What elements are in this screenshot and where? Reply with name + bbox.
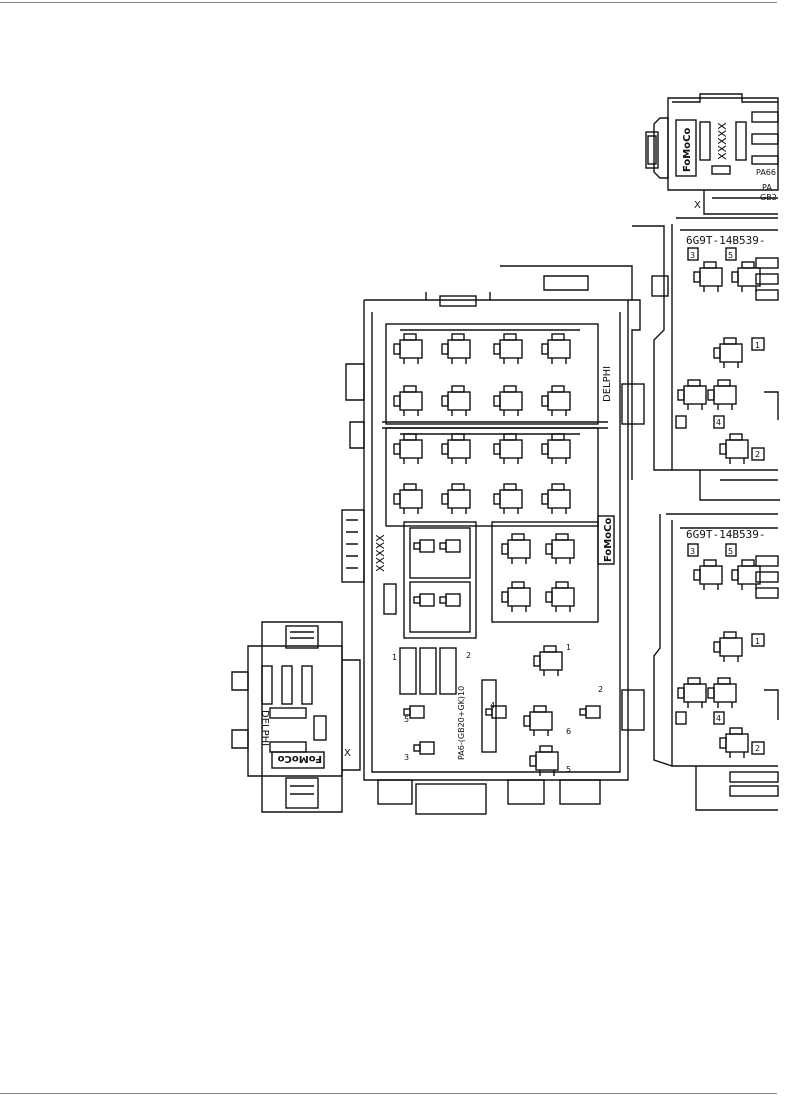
top-right-connector xyxy=(645,93,779,215)
left-connector xyxy=(231,621,361,813)
bottom-rule xyxy=(0,1093,777,1094)
fomoco-label-left: FoMoCo xyxy=(278,753,322,764)
pin-1-lower: 1 xyxy=(755,637,760,646)
pin-2-upper: 2 xyxy=(755,450,760,459)
terminal-number-1: 1 xyxy=(566,643,571,652)
terminal-number-2: 2 xyxy=(598,685,603,694)
pin-5-lower: 5 xyxy=(728,547,733,556)
delphi-label-left: DELPHI xyxy=(259,710,270,746)
fomoco-label-center: FoMoCo xyxy=(603,518,614,562)
part-number-upper: 6G9T-14B539- xyxy=(686,234,765,247)
terminal-number-5: 5 xyxy=(566,765,571,774)
xxxxx-label-center: XXXXX xyxy=(374,534,387,572)
xxxxx-label-top: XXXXX xyxy=(716,122,729,160)
pin-4-upper: 4 xyxy=(716,418,721,427)
x-label-top: X xyxy=(694,200,701,211)
code-top-1: PA66 xyxy=(756,168,776,177)
pin-label-5: 5 xyxy=(404,715,409,724)
upper-module xyxy=(632,217,779,471)
pin-5-upper: 5 xyxy=(728,251,733,260)
pin-1-upper: 1 xyxy=(755,341,760,350)
center-fuse-box xyxy=(341,265,645,815)
pin-3-lower: 3 xyxy=(690,547,695,556)
top-rule xyxy=(0,2,777,3)
code-top-2: PA xyxy=(762,183,772,192)
x-label-left: X xyxy=(344,748,351,759)
delphi-label-center: DELPHI xyxy=(602,366,613,402)
fomoco-label-top: FoMoCo xyxy=(682,128,693,172)
part-number-lower: 6G9T-14B539- xyxy=(686,528,765,541)
pin-label-3: 3 xyxy=(404,753,409,762)
pin-2-lower: 2 xyxy=(755,744,760,753)
pin-3-upper: 3 xyxy=(690,251,695,260)
pin-label-2: 2 xyxy=(466,651,471,660)
code-top-3: GB2 xyxy=(760,193,777,202)
pin-4-lower: 4 xyxy=(716,714,721,723)
material-code-center: PA6-(GB20+GK)10 xyxy=(457,686,466,760)
lower-module xyxy=(653,470,780,811)
pin-label-1: 1 xyxy=(392,653,397,662)
pin-label-4: 4 xyxy=(490,701,495,710)
pin-label-6: 6 xyxy=(566,727,571,736)
